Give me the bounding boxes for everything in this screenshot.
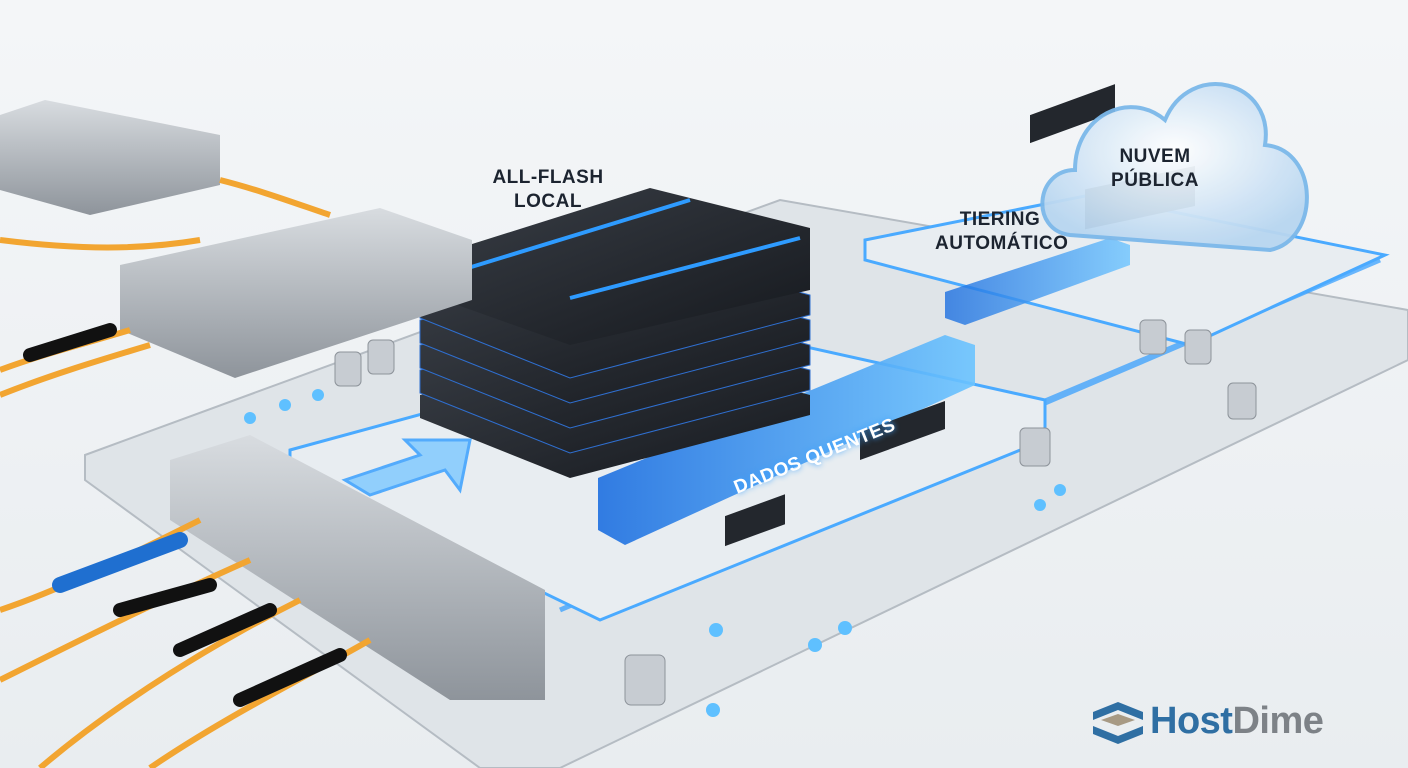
- all-flash-label: ALL-FLASH LOCAL: [492, 167, 604, 212]
- capacitors: [334, 319, 1257, 706]
- chip: [860, 401, 945, 460]
- blue-cable-boot: [52, 532, 188, 593]
- logo-host: Host: [1150, 700, 1233, 742]
- hostdime-logo-mark: [1093, 702, 1143, 744]
- cloud-label: NUVEM PÚBLICA: [1111, 146, 1199, 191]
- logo-dime: Dime: [1232, 700, 1324, 742]
- chip: [725, 494, 785, 547]
- hot-data-bar: [598, 335, 975, 545]
- leds: [244, 389, 1066, 717]
- transceiver-module: [120, 208, 472, 378]
- hostdime-logo: HostDime: [1150, 700, 1324, 743]
- transceiver-module: [170, 435, 545, 700]
- tiering-label: TIERING AUTOMÁTICO: [935, 209, 1069, 254]
- ssd-stack: [415, 188, 811, 478]
- upward-arrow-icon: [341, 438, 472, 497]
- transceiver-module: [0, 100, 220, 215]
- chip: [1030, 84, 1115, 144]
- cloud-icon: [1040, 82, 1309, 253]
- cable-boots: [23, 323, 347, 707]
- tiering-bar: [945, 238, 1130, 325]
- logo-wordmark: HostDime: [1150, 700, 1324, 743]
